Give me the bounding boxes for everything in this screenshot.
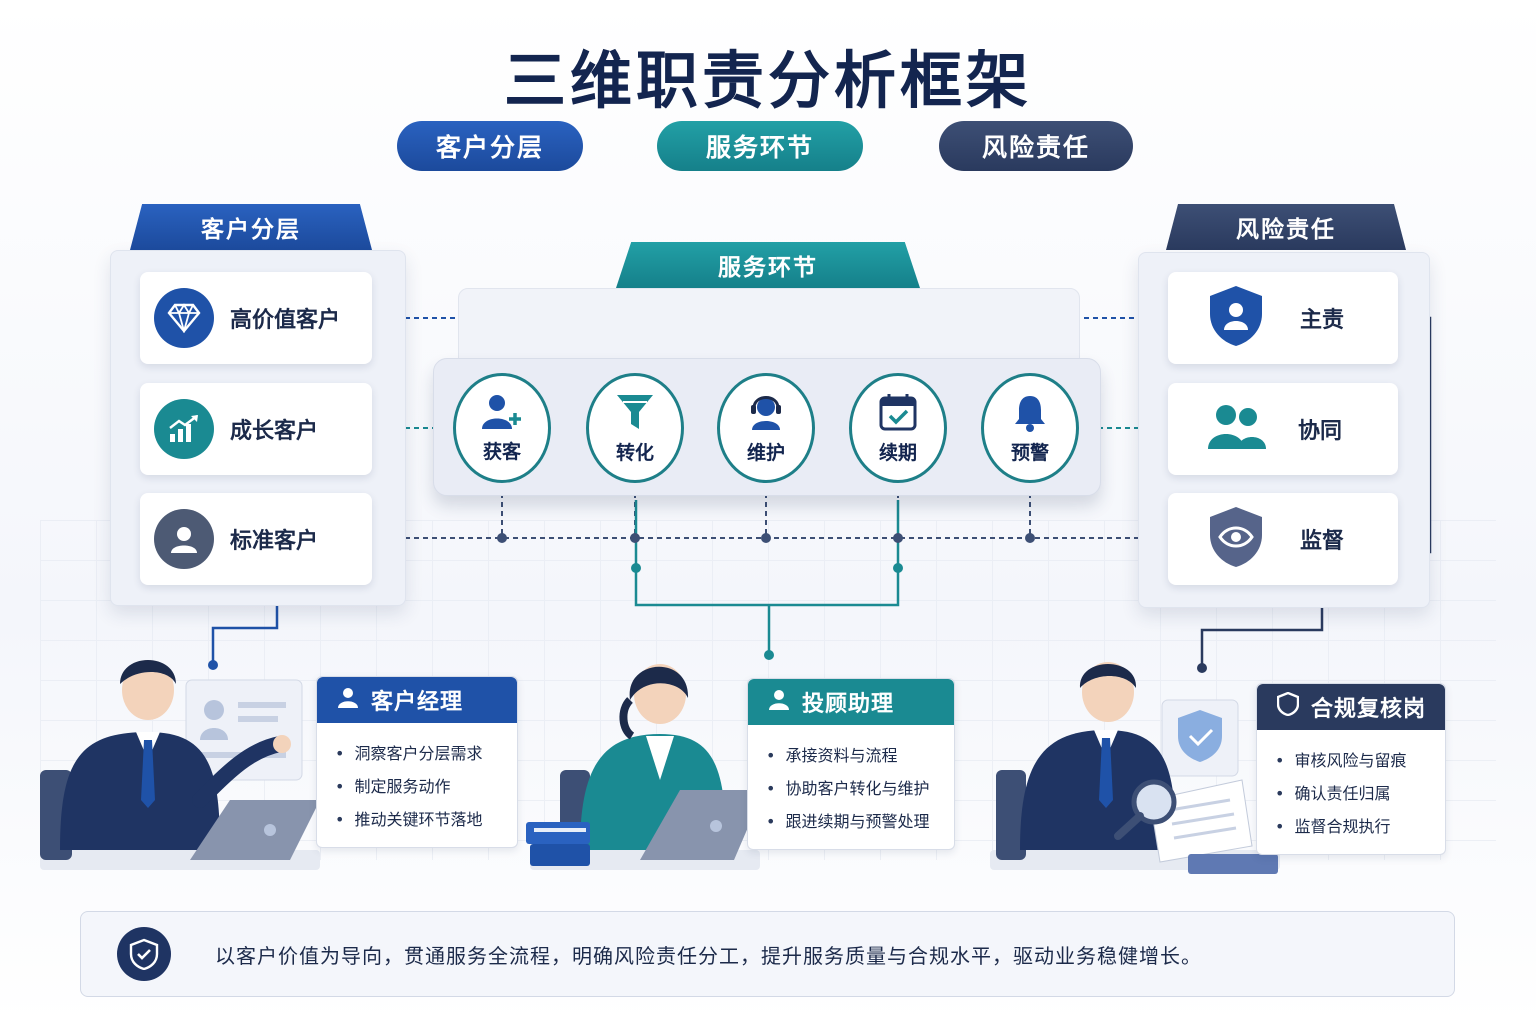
shield-eye-icon (1208, 505, 1264, 573)
funnel-icon (615, 392, 655, 436)
risk-duty-label: 监督 (1300, 529, 1345, 554)
shield-user-icon (1208, 284, 1264, 352)
risk-duty-card-collab[interactable]: 协同 (1168, 383, 1398, 475)
role-duty-item: 审核风险与留痕 (1275, 744, 1445, 777)
role-duty-item: 制定服务动作 (335, 770, 517, 803)
user-icon (337, 686, 359, 714)
user-icon (768, 688, 790, 716)
role-card-client-manager[interactable]: 客户经理 洞察客户分层需求 制定服务动作 推动关键环节落地 (316, 676, 518, 848)
service-step-alert[interactable]: 预警 (981, 373, 1079, 483)
role-duty-item: 协助客户转化与维护 (766, 772, 954, 805)
service-stage-header: 服务环节 (616, 242, 920, 288)
role-duty-item: 确认责任归属 (1275, 777, 1445, 810)
service-step-label: 预警 (1010, 441, 1049, 464)
users-icon (1206, 401, 1268, 457)
client-manager-illustration (40, 660, 320, 870)
user-add-icon (481, 393, 523, 435)
risk-duty-card-primary[interactable]: 主责 (1168, 272, 1398, 364)
client-tier-label: 高价值客户 (230, 308, 341, 333)
summary-banner: 以客户价值为导向，贯通服务全流程，明确风险责任分工，提升服务质量与合规水平，驱动… (80, 911, 1455, 997)
page-title: 三维职责分析框架 (503, 44, 1032, 117)
client-tier-card-high-value[interactable]: 高价值客户 (140, 272, 372, 364)
calendar-check-icon (878, 392, 918, 436)
role-card-advisory-assistant[interactable]: 投顾助理 承接资料与流程 协助客户转化与维护 跟进续期与预警处理 (747, 678, 955, 850)
role-card-header: 合规复核岗 (1257, 684, 1445, 730)
risk-duty-label: 主责 (1300, 308, 1345, 333)
client-tier-label: 标准客户 (230, 529, 319, 554)
headset-icon (745, 392, 787, 436)
role-duty-item: 洞察客户分层需求 (335, 737, 517, 770)
risk-duty-card-supervise[interactable]: 监督 (1168, 493, 1398, 585)
role-title: 客户经理 (371, 690, 464, 715)
shield-icon (1276, 691, 1300, 722)
service-step-label: 获客 (482, 440, 521, 463)
growth-chart-icon (154, 399, 214, 459)
role-duty-list: 洞察客户分层需求 制定服务动作 推动关键环节落地 (317, 723, 517, 836)
client-tier-label: 成长客户 (230, 419, 319, 444)
role-duty-list: 审核风险与留痕 确认责任归属 监督合规执行 (1257, 730, 1445, 843)
role-card-header: 客户经理 (317, 677, 517, 723)
role-duty-item: 承接资料与流程 (766, 739, 954, 772)
shield-check-icon (117, 927, 171, 981)
user-icon (154, 509, 214, 569)
diamond-icon (154, 288, 214, 348)
summary-text: 以客户价值为导向，贯通服务全流程，明确风险责任分工，提升服务质量与合规水平，驱动… (215, 943, 1202, 968)
client-tier-card-standard[interactable]: 标准客户 (140, 493, 372, 585)
risk-duty-label: 协同 (1298, 419, 1343, 444)
role-duty-item: 监督合规执行 (1275, 810, 1445, 843)
advisory-assistant-illustration (526, 664, 760, 870)
role-title: 合规复核岗 (1311, 697, 1427, 722)
service-step-label: 续期 (878, 441, 917, 464)
client-tier-header: 客户分层 (130, 204, 372, 250)
service-step-maintain[interactable]: 维护 (717, 373, 815, 483)
pill-risk-duty[interactable]: 风险责任 (939, 121, 1133, 171)
role-duty-list: 承接资料与流程 协助客户转化与维护 跟进续期与预警处理 (748, 725, 954, 838)
role-title: 投顾助理 (802, 692, 895, 717)
service-step-acquire[interactable]: 获客 (453, 373, 551, 483)
role-duty-item: 推动关键环节落地 (335, 803, 517, 836)
compliance-reviewer-illustration (990, 662, 1280, 874)
service-step-renew[interactable]: 续期 (849, 373, 947, 483)
pill-service-stage[interactable]: 服务环节 (657, 121, 863, 171)
service-step-convert[interactable]: 转化 (586, 373, 684, 483)
role-duty-item: 跟进续期与预警处理 (766, 805, 954, 838)
risk-duty-header: 风险责任 (1166, 204, 1406, 250)
service-step-label: 转化 (615, 441, 654, 464)
role-card-compliance-reviewer[interactable]: 合规复核岗 审核风险与留痕 确认责任归属 监督合规执行 (1256, 683, 1446, 855)
bell-icon (1010, 392, 1050, 436)
pill-client-tier[interactable]: 客户分层 (397, 121, 583, 171)
role-card-header: 投顾助理 (748, 679, 954, 725)
service-step-label: 维护 (746, 441, 785, 464)
client-tier-card-growth[interactable]: 成长客户 (140, 383, 372, 475)
